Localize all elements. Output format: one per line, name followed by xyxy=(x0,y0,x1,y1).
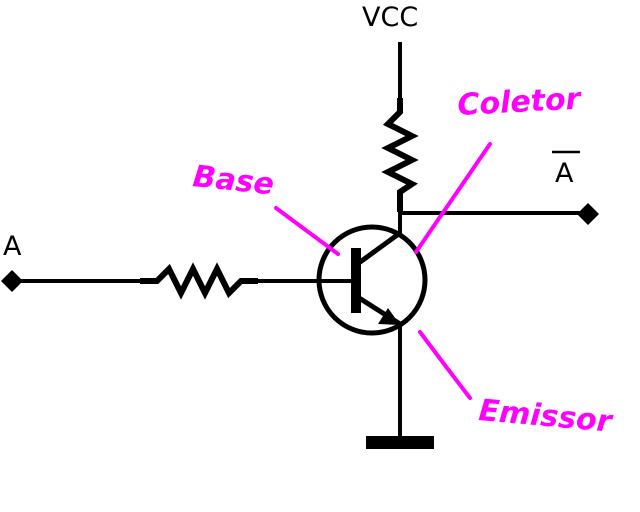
emitter-arrow xyxy=(378,308,400,325)
base-pointer xyxy=(274,206,340,256)
base-annotation: Base xyxy=(191,159,276,202)
emitter-pointer xyxy=(418,330,472,400)
emitter-annotation: Emissor xyxy=(477,393,615,440)
collector-resistor xyxy=(381,98,419,212)
collector-pointer xyxy=(414,142,492,254)
collector-annotation: Coletor xyxy=(457,81,584,123)
input-label: A xyxy=(3,231,22,262)
transistor-body xyxy=(316,224,428,336)
base-resistor xyxy=(140,262,258,300)
output-label: A xyxy=(555,158,574,189)
vcc-label: VCC xyxy=(362,2,418,33)
input-terminal xyxy=(1,270,23,292)
transistor-collector-lead xyxy=(354,230,402,268)
ground-symbol xyxy=(366,436,434,449)
output-terminal xyxy=(577,203,599,225)
